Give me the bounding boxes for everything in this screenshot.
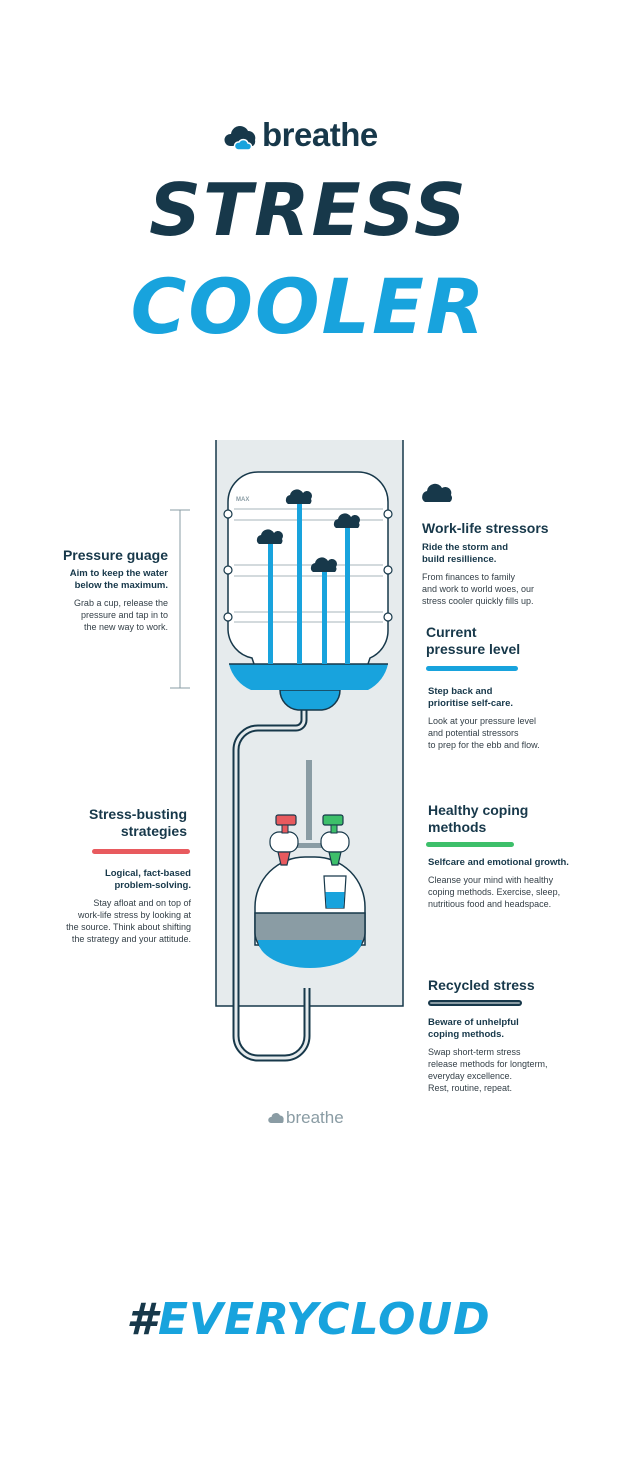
current-pressure-sub-2: prioritise self-care. (428, 698, 514, 709)
pressure-gauge-sub-2: below the maximum. (74, 580, 168, 591)
cooler-brand-name: breathe (286, 1108, 344, 1127)
work-life-sub-2: build resillience. (422, 554, 497, 565)
healthy-coping-bar (426, 842, 514, 847)
current-pressure-body-2: and potential stressors (428, 728, 519, 738)
current-pressure-sub-1: Step back and (428, 686, 493, 697)
pressure-gauge-body-3: the new way to work. (83, 622, 168, 632)
pressure-gauge-heading: Pressure guage (62, 547, 168, 563)
current-pressure-bar (426, 666, 518, 671)
stress-busting-body-4: the strategy and your attitude. (71, 934, 191, 944)
cloud-icon (268, 1113, 284, 1123)
stress-busting-heading-1: Stress-busting (88, 806, 187, 822)
stress-busting-body-3: the source. Think about shifting (66, 922, 191, 932)
stress-busting-bar (92, 849, 190, 854)
current-pressure-heading-2: pressure level (426, 641, 521, 657)
max-label: MAX (236, 497, 250, 503)
recycled-sub-1: Beware of unhelpful (428, 1017, 519, 1028)
pressure-gauge-body-1: Grab a cup, release the (73, 598, 168, 608)
title-line-1: STRESS (149, 168, 468, 252)
current-pressure-body-1: Look at your pressure level (428, 716, 537, 726)
stress-columns (268, 502, 350, 664)
stress-busting-text: Logical, fact-based problem-solving. Sta… (40, 868, 191, 945)
recycled-body-2: release methods for longterm, (428, 1059, 548, 1069)
hashtag-word: EVERYCLOUD (157, 1294, 491, 1345)
tap-connector (286, 843, 330, 848)
work-life-body-3: stress cooler quickly fills up. (422, 596, 534, 606)
pressure-gauge-section: Pressure guage Aim to keep the water bel… (40, 547, 168, 633)
stress-busting-body-1: Stay afloat and on top of (93, 898, 191, 908)
current-pressure-heading-block: Current pressure level (426, 624, 606, 658)
recycled-heading-block: Recycled stress (428, 977, 608, 994)
healthy-coping-body-2: coping methods. Exercise, sleep, (428, 887, 561, 897)
brand-name: breathe (262, 116, 378, 153)
brand-header: breathe (0, 116, 617, 158)
stress-busting-heading-block: Stress-busting strategies (40, 806, 187, 840)
bottle-neck (279, 689, 341, 711)
healthy-coping-body-1: Cleanse your mind with healthy (428, 875, 554, 885)
stress-clouds (256, 489, 360, 572)
work-life-body-2: and work to world woes, our (422, 584, 535, 594)
water-cup (323, 875, 347, 909)
current-pressure-text: Step back and prioritise self-care. Look… (428, 686, 608, 751)
title-line-2: COOLER (130, 262, 487, 351)
work-life-heading: Work-life stressors (422, 520, 549, 536)
current-pressure-heading-1: Current (426, 624, 477, 640)
recycle-pipe-inner (234, 710, 309, 1060)
recycled-body-4: Rest, routine, repeat. (428, 1083, 513, 1093)
healthy-coping-heading-1: Healthy coping (428, 802, 529, 818)
pressure-gauge-bracket (170, 509, 190, 689)
recycled-body-1: Swap short-term stress (428, 1047, 521, 1057)
current-pressure-body-3: to prep for the ebb and flow. (428, 740, 540, 750)
inner-pipe (306, 760, 312, 840)
healthy-coping-heading-block: Healthy coping methods (428, 802, 608, 836)
stress-busting-sub-1: Logical, fact-based (104, 868, 191, 879)
bottle-ridges (234, 508, 383, 623)
water-cooler-diagram (92, 440, 522, 1062)
cloud-icon (224, 126, 256, 151)
drip-tray-water (258, 940, 362, 968)
work-life-cloud-icon (422, 483, 452, 502)
recycled-heading: Recycled stress (428, 977, 535, 993)
work-life-section: Work-life stressors Ride the storm and b… (422, 520, 612, 607)
healthy-coping-body-3: nutritious food and headspace. (428, 899, 552, 909)
recycled-sub-2: coping methods. (428, 1029, 504, 1040)
green-tap (320, 814, 350, 866)
cooler-brand: breathe (268, 1108, 358, 1130)
stress-busting-sub-2: problem-solving. (114, 880, 191, 891)
stress-busting-heading-2: strategies (120, 823, 187, 839)
water-bottle (227, 471, 389, 689)
pressure-gauge-body-2: pressure and tap in to (80, 610, 168, 620)
pressure-gauge-sub-1: Aim to keep the water (69, 568, 168, 579)
red-tap (269, 814, 299, 866)
healthy-coping-text: Selfcare and emotional growth. Cleanse y… (428, 857, 612, 910)
recycled-text: Beware of unhelpful coping methods. Swap… (428, 1017, 608, 1094)
recycled-body-3: everyday excellence. (428, 1071, 513, 1081)
work-life-sub-1: Ride the storm and (422, 542, 509, 553)
work-life-body-1: From finances to family (422, 572, 516, 582)
healthy-coping-sub-1: Selfcare and emotional growth. (428, 857, 569, 868)
hashtag-hash: # (126, 1294, 158, 1345)
hashtag: #EVERYCLOUD (0, 1294, 617, 1345)
bottle-water (229, 664, 388, 690)
healthy-coping-heading-2: methods (428, 819, 487, 835)
stress-busting-body-2: work-life stress by looking at (77, 910, 191, 920)
